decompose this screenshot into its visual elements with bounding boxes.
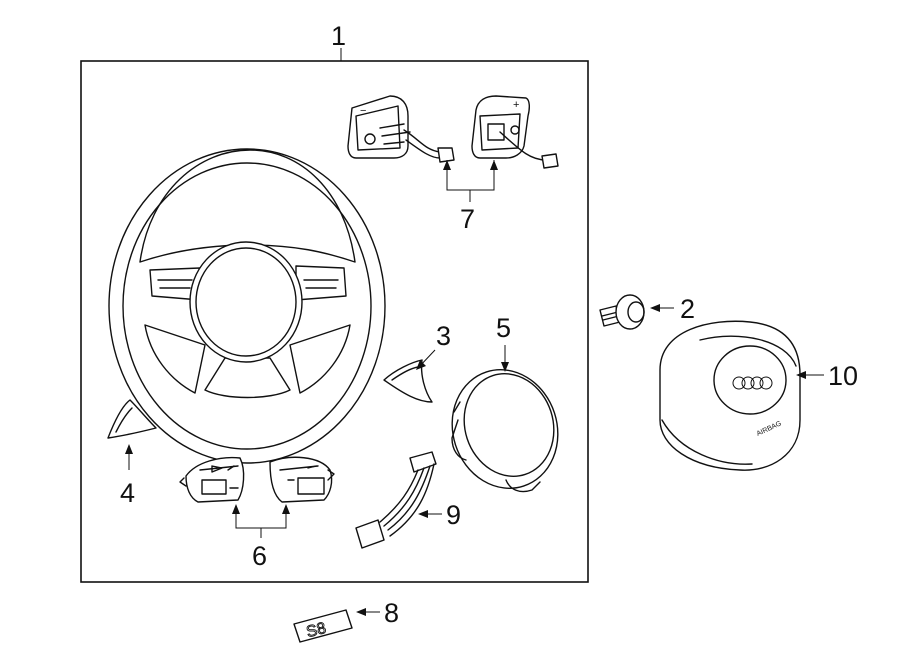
switch-minus-mark: − [360,105,366,117]
trim-cover-right [383,359,433,403]
airbag-module: AIRBAG [659,320,801,471]
callout-7: 7 [460,204,475,234]
assembly-frame [80,60,589,583]
control-switch-right [269,456,335,503]
badge-text: S8 [305,620,328,641]
callout-1: 1 [331,21,346,51]
wiring-harness [355,451,437,549]
switch-plus-mark: + [513,99,519,111]
callout-2: 2 [680,294,695,324]
clock-spring [451,369,559,493]
switch-module-left: − [347,95,455,163]
steering-wheel [108,148,386,464]
callout-8: 8 [384,598,399,628]
callout-4: 4 [120,478,135,508]
callout-3: 3 [436,321,451,351]
callout-6: 6 [252,541,267,571]
switch-module-right: + [471,95,559,169]
model-badge: S8 [293,609,353,643]
trim-cover-left [107,399,157,439]
rings-logo [732,376,773,390]
callout-9: 9 [446,500,461,530]
callout-10: 10 [828,361,858,391]
bolt [599,294,645,330]
callout-5: 5 [496,313,511,343]
control-switch-left [179,456,245,503]
